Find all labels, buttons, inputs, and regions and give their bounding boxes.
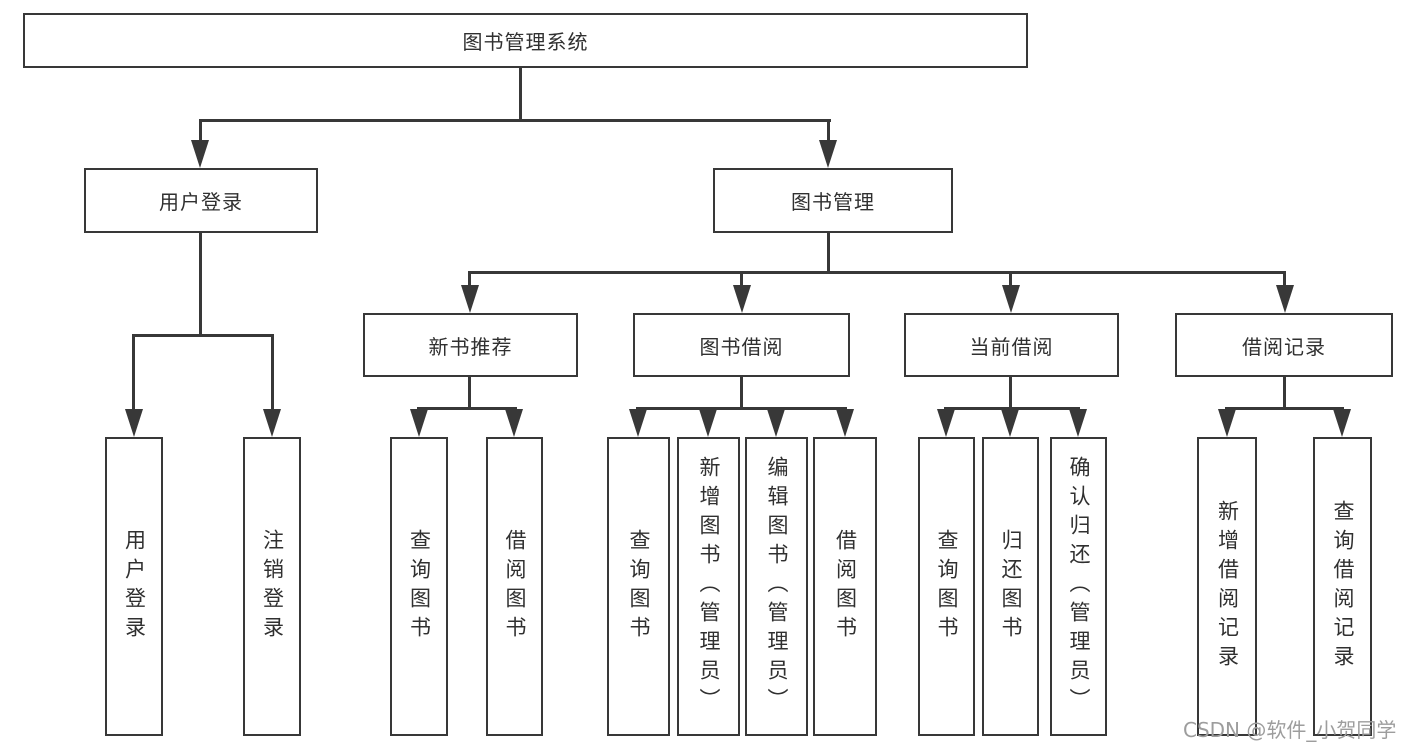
leaf-confirm-return-admin: 确认归还（管理员）: [1050, 437, 1107, 736]
node-new-book-recommend: 新书推荐: [363, 313, 578, 377]
arrowhead: [1218, 409, 1236, 437]
connector-branch-book-management: [827, 119, 830, 142]
connector-borrow-records-stem: [1283, 377, 1286, 409]
arrowhead: [191, 140, 209, 168]
connector-current-borrow-horizontal: [944, 407, 1080, 410]
arrowhead: [629, 409, 647, 437]
node-user-login: 用户登录: [84, 168, 318, 233]
node-library-system: 图书管理系统: [23, 13, 1028, 68]
arrowhead: [836, 409, 854, 437]
leaf-add-borrow-record: 新增借阅记录: [1197, 437, 1257, 736]
connector-branch-leaf-logout: [271, 334, 274, 410]
leaf-query-books-borrow: 查询图书: [607, 437, 670, 736]
leaf-return-books: 归还图书: [982, 437, 1039, 736]
arrowhead: [410, 409, 428, 437]
connector-book-mgmt-horizontal: [468, 271, 1286, 274]
node-borrow-records: 借阅记录: [1175, 313, 1393, 377]
connector-branch-borrow-records: [1283, 271, 1286, 286]
connector-borrow-records-horizontal: [1225, 407, 1344, 410]
connector-book-mgmt-stem: [827, 233, 830, 274]
leaf-edit-book-admin: 编辑图书（管理员）: [745, 437, 808, 736]
connector-branch-current-borrow: [1009, 271, 1012, 286]
arrowhead: [1069, 409, 1087, 437]
arrowhead: [1333, 409, 1351, 437]
arrowhead: [505, 409, 523, 437]
leaf-logout: 注销登录: [243, 437, 301, 736]
leaf-query-books-current: 查询图书: [918, 437, 975, 736]
arrowhead: [767, 409, 785, 437]
arrowhead: [1002, 285, 1020, 313]
node-book-management: 图书管理: [713, 168, 953, 233]
arrowhead: [461, 285, 479, 313]
connector-new-book-stem: [468, 377, 471, 409]
csdn-watermark: CSDN @软件_小贺同学: [1183, 718, 1397, 742]
arrowhead: [733, 285, 751, 313]
connector-root-stem: [519, 68, 522, 121]
connector-user-login-stem: [199, 233, 202, 336]
arrowhead: [1276, 285, 1294, 313]
connector-branch-book-borrow: [740, 271, 743, 286]
arrowhead: [1001, 409, 1019, 437]
arrowhead: [937, 409, 955, 437]
connector-book-borrow-stem: [740, 377, 743, 409]
leaf-query-borrow-record: 查询借阅记录: [1313, 437, 1372, 736]
connector-root-horizontal: [199, 119, 831, 122]
connector-book-borrow-horizontal: [636, 407, 847, 410]
connector-new-book-horizontal: [417, 407, 517, 410]
connector-user-login-horizontal: [132, 334, 274, 337]
node-current-borrow: 当前借阅: [904, 313, 1119, 377]
connector-branch-new-book: [468, 271, 471, 286]
leaf-query-books-recommend: 查询图书: [390, 437, 448, 736]
node-book-borrow: 图书借阅: [633, 313, 850, 377]
leaf-borrow-books-recommend: 借阅图书: [486, 437, 543, 736]
connector-branch-user-login: [199, 119, 202, 142]
arrowhead: [263, 409, 281, 437]
leaf-add-book-admin: 新增图书（管理员）: [677, 437, 740, 736]
arrowhead: [125, 409, 143, 437]
arrowhead: [699, 409, 717, 437]
leaf-user-login: 用户登录: [105, 437, 163, 736]
connector-branch-leaf-login: [132, 334, 135, 410]
arrowhead: [819, 140, 837, 168]
leaf-borrow-books: 借阅图书: [813, 437, 877, 736]
connector-current-borrow-stem: [1009, 377, 1012, 409]
